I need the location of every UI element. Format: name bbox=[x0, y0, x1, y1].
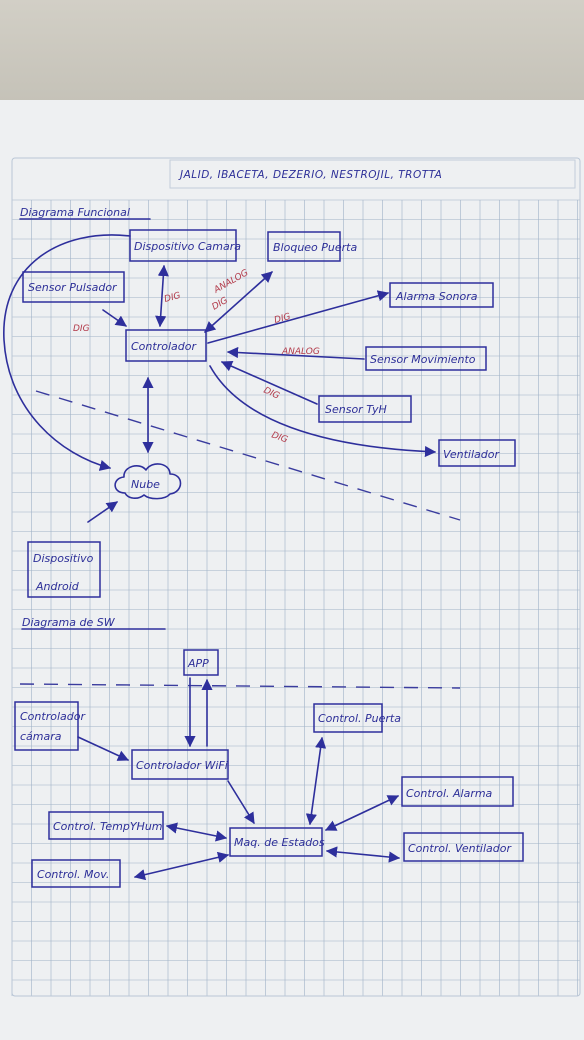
box-control-alarma bbox=[401, 776, 514, 807]
box-alarma-sonora bbox=[389, 282, 494, 308]
arrow-movimiento-controlador bbox=[226, 346, 365, 360]
label-control-puerta: Control. Puerta bbox=[318, 712, 401, 725]
box-maq-estados bbox=[229, 827, 323, 857]
arrow-camara-wifi bbox=[77, 736, 130, 761]
arrow-pulsador-controlador bbox=[102, 309, 127, 327]
label-sensor-movimiento: Sensor Movimiento bbox=[370, 353, 476, 366]
arrow-tyh-controlador bbox=[220, 360, 318, 405]
title-frame bbox=[169, 159, 576, 189]
dashed-separator-upper bbox=[35, 390, 461, 521]
arrow-maq-mov bbox=[133, 851, 230, 881]
page-border bbox=[11, 157, 581, 997]
box-controlador-camara bbox=[14, 701, 79, 751]
label-dispositivo-camara: Dispositivo Camara bbox=[134, 240, 241, 253]
signal-dig-camara: DIG bbox=[163, 291, 182, 305]
label-controlador-camara-1: Controlador bbox=[20, 710, 86, 723]
label-bloqueo-puerta: Bloqueo Puerta bbox=[273, 241, 357, 254]
label-maq-estados: Maq. de Estados bbox=[234, 836, 325, 849]
signal-dig-alarma: DIG bbox=[273, 312, 292, 326]
label-sensor-pulsador: Sensor Pulsador bbox=[28, 281, 118, 294]
arrow-maq-puerta bbox=[305, 736, 327, 826]
arrow-controlador-alarma bbox=[207, 290, 390, 344]
label-controlador-wifi: Controlador WiFi bbox=[136, 759, 228, 772]
arrow-tempyhum-maq bbox=[165, 822, 228, 842]
box-sensor-movimiento bbox=[365, 346, 487, 371]
signal-analog-movimiento: ANALOG bbox=[281, 347, 320, 357]
label-app: APP bbox=[187, 657, 209, 670]
label-control-mov: Control. Mov. bbox=[37, 868, 109, 881]
label-sensor-tyh: Sensor TyH bbox=[325, 403, 387, 416]
label-alarma-sonora: Alarma Sonora bbox=[395, 290, 478, 303]
nube-cloud-shape bbox=[114, 463, 182, 500]
label-control-tempyhum: Control. TempYHum bbox=[53, 820, 163, 833]
arrow-controlador-camara bbox=[155, 264, 169, 328]
arrow-controlador-puerta bbox=[204, 271, 273, 333]
label-dispositivo: Dispositivo bbox=[33, 552, 94, 565]
box-sensor-tyh bbox=[318, 395, 412, 423]
box-dispositivo-android bbox=[27, 541, 101, 598]
box-bloqueo-puerta bbox=[267, 231, 341, 262]
box-sensor-pulsador bbox=[22, 271, 125, 303]
table-surface bbox=[0, 0, 584, 110]
label-control-ventilador: Control. Ventilador bbox=[408, 842, 512, 855]
arrow-android-nube bbox=[87, 501, 118, 523]
arrow-controlador-ventilador bbox=[209, 365, 437, 458]
arrow-maq-ventilador bbox=[325, 846, 401, 863]
label-control-alarma: Control. Alarma bbox=[406, 787, 493, 800]
arrow-maq-alarma bbox=[324, 795, 400, 831]
label-controlador-camara-2: cámara bbox=[20, 730, 62, 743]
box-app bbox=[183, 649, 219, 676]
signal-dig-pulsador: DIG bbox=[73, 324, 90, 334]
arrow-camara-nube-curve bbox=[3, 234, 131, 471]
box-control-mov bbox=[31, 859, 121, 888]
label-android: Android bbox=[35, 580, 80, 593]
box-control-tempyhum bbox=[48, 811, 164, 840]
box-dispositivo-camara bbox=[129, 229, 237, 262]
functional-heading: Diagrama Funcional bbox=[20, 206, 130, 219]
paper-sheet bbox=[0, 100, 584, 1040]
label-nube: Nube bbox=[131, 478, 160, 491]
label-ventilador: Ventilador bbox=[443, 448, 500, 461]
arrow-wifi-maq bbox=[227, 780, 255, 824]
label-controlador: Controlador bbox=[131, 340, 197, 353]
box-control-puerta bbox=[313, 703, 383, 733]
box-ventilador bbox=[438, 439, 516, 467]
box-controlador bbox=[125, 329, 207, 362]
software-heading: Diagrama de SW bbox=[22, 616, 116, 629]
box-control-ventilador bbox=[403, 832, 524, 862]
authors-title: JALID, IBACETA, DEZERIO, NESTROJIL, TROT… bbox=[178, 169, 442, 181]
dashed-separator-lower bbox=[19, 683, 461, 689]
box-controlador-wifi bbox=[131, 749, 229, 780]
